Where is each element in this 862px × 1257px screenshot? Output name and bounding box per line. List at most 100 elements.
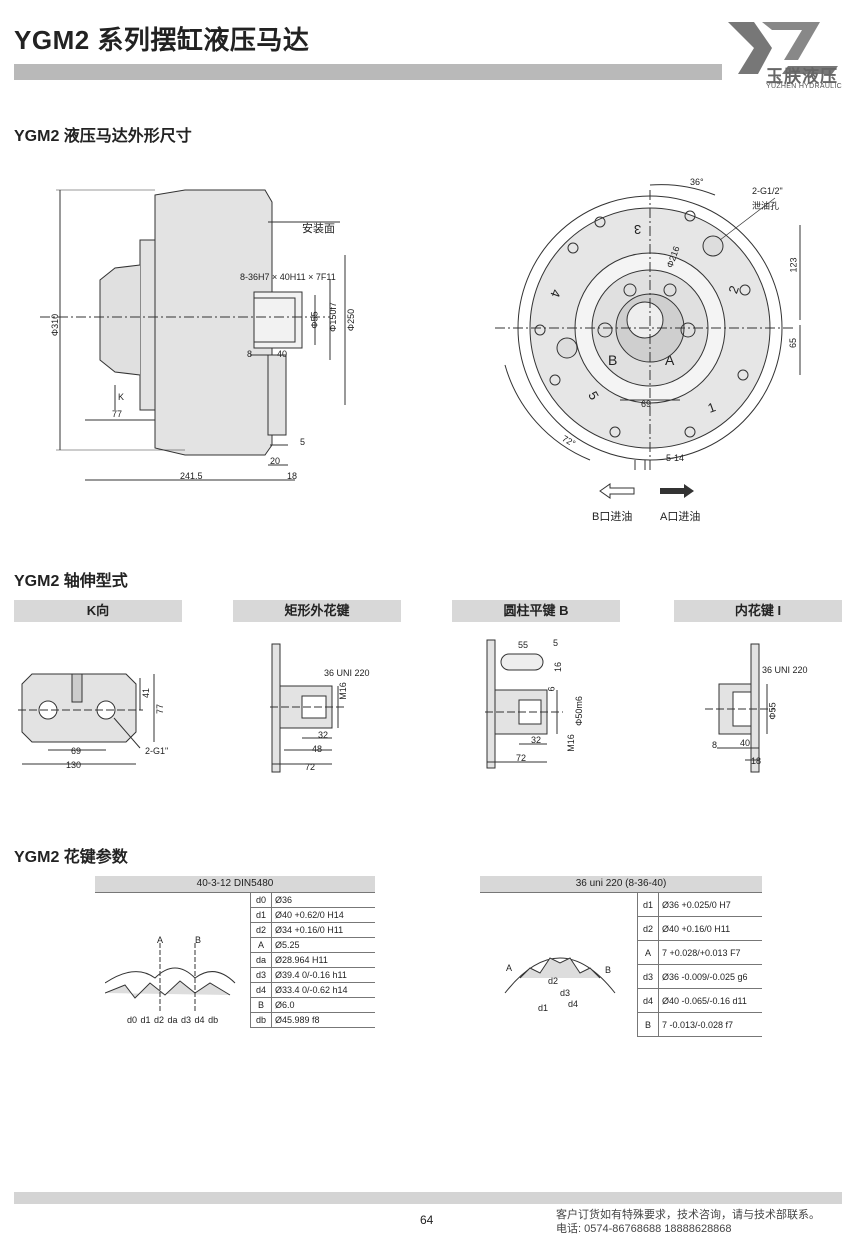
- fig2-label-d1: d1: [538, 1003, 549, 1013]
- dim-8: 8: [247, 349, 253, 359]
- param-key: B: [250, 997, 272, 1013]
- key-m16: M16: [565, 734, 576, 752]
- k-port-spec: 2-G1": [145, 746, 169, 756]
- key-dim-32: 32: [531, 735, 542, 745]
- din-spline-figure: [105, 943, 236, 1013]
- motor-front-view-drawing: [495, 184, 801, 470]
- inner-dim-18: 18: [751, 756, 762, 766]
- header-bar: [14, 64, 722, 80]
- uni-spline-figure: [504, 957, 616, 994]
- param-value: Ø39.4 0/-0.16 h11: [271, 967, 375, 983]
- param-key: d3: [250, 967, 272, 983]
- table2-title: 36 uni 220 (8-36-40): [480, 876, 762, 893]
- param-value: Ø36: [271, 893, 375, 908]
- param-value: Ø40 +0.62/0 H14: [271, 907, 375, 923]
- inner-dim-40: 40: [740, 738, 751, 748]
- footer-note: 客户订货如有特殊要求，技术咨询，请与技术部联系。 电话: 0574-867686…: [556, 1208, 820, 1236]
- key-dim-16: 16: [553, 661, 564, 673]
- label-drain: 泄油孔: [752, 201, 780, 211]
- fig2-label-d3: d3: [560, 988, 571, 998]
- key-dim-55: 55: [518, 640, 529, 650]
- k-dim-77: 77: [155, 703, 166, 715]
- dim-69-front: 69: [641, 399, 652, 409]
- fig2-label-a: A: [506, 963, 513, 973]
- label-k: K: [118, 392, 125, 402]
- param-key: d2: [250, 922, 272, 938]
- dim-20: 20: [270, 456, 281, 466]
- param-value: 7 +0.028/+0.013 F7: [658, 940, 762, 965]
- dim-d310: Φ310: [50, 313, 61, 337]
- param-value: Ø34 +0.16/0 H11: [271, 922, 375, 938]
- k-dim-69: 69: [71, 746, 82, 756]
- param-key: B: [637, 1012, 659, 1037]
- dim-d150: Φ150f7: [327, 302, 338, 332]
- footer-note-line2: 电话: 0574-86768688 18888628868: [556, 1223, 732, 1235]
- param-value: 7 -0.013/-0.028 f7: [658, 1012, 762, 1037]
- param-value: Ø6.0: [271, 997, 375, 1013]
- rect-dim-48: 48: [312, 744, 323, 754]
- param-value: Ø28.964 H11: [271, 952, 375, 968]
- dim-5: 5: [300, 437, 306, 447]
- dim-18: 18: [287, 471, 298, 481]
- param-key: A: [250, 937, 272, 953]
- inner-dim-8: 8: [712, 740, 718, 750]
- fig2-label-d2: d2: [548, 976, 559, 986]
- k-dim-41: 41: [141, 687, 152, 699]
- tab-parallel-key: 圆柱平键 B: [452, 600, 620, 622]
- param-key: d4: [250, 982, 272, 998]
- label-cyl-3: 3: [634, 222, 642, 237]
- dim-123: 123: [788, 257, 799, 273]
- param-key: d2: [637, 916, 659, 941]
- label-port-spec: 2-G1/2": [752, 186, 783, 196]
- section-title-shafts: YGM2 轴伸型式: [14, 573, 128, 590]
- logo-text-en: YUZHEN HYDRAULIC: [766, 83, 842, 90]
- param-value: Ø36 -0.009/-0.025 g6: [658, 964, 762, 989]
- parallel-key-shaft-drawing: [485, 639, 563, 769]
- label-angle-36: 36°: [690, 177, 704, 187]
- flow-arrows-icon: [599, 483, 694, 499]
- rect-spline-shaft-drawing: [270, 643, 345, 773]
- param-value: Ø5.25: [271, 937, 375, 953]
- dim-d250: Φ250: [346, 308, 357, 332]
- label-port-a: A: [665, 352, 675, 368]
- section-title-dims: YGM2 液压马达外形尺寸: [14, 128, 192, 145]
- brand-logo-icon: [728, 22, 838, 74]
- label-spline-spec: 8-36H7 × 40H11 × 7F11: [240, 272, 336, 282]
- label-port-b: B: [608, 352, 618, 368]
- param-key: d4: [637, 988, 659, 1013]
- param-key: d1: [250, 907, 272, 923]
- label-a-in: A口进油: [660, 511, 701, 523]
- rect-spline-m16: M16: [337, 682, 348, 700]
- fig1-dim-labels: d0 d1 d2 da d3 d4 db: [127, 1015, 219, 1025]
- spline-table-din5480: 40-3-12 DIN5480 A B d0 d1 d2 da d3 d4 db…: [95, 876, 375, 1038]
- logo-text-cn: 玉朕液压: [766, 67, 838, 86]
- dim-65: 65: [788, 337, 799, 349]
- tab-k-direction: K向: [14, 600, 182, 622]
- section-title-splines: YGM2 花键参数: [14, 849, 128, 866]
- k-view-drawing: [18, 673, 155, 765]
- param-key: d1: [637, 893, 659, 917]
- dim-d55: Φ55: [309, 311, 320, 329]
- dim-5-14: 5-14: [666, 453, 685, 463]
- fig2-label-d4: d4: [568, 999, 579, 1009]
- motor-side-view-drawing: [40, 189, 346, 481]
- label-mount-face: 安装面: [302, 223, 335, 235]
- fig2-label-b: B: [605, 965, 612, 975]
- rect-spline-spec: 36 UNI 220: [324, 668, 370, 678]
- tab-rect-spline: 矩形外花键: [233, 600, 401, 622]
- param-key: d0: [250, 893, 272, 908]
- footer-note-line1: 客户订货如有特殊要求，技术咨询，请与技术部联系。: [556, 1209, 820, 1221]
- key-dim-5: 5: [553, 638, 559, 648]
